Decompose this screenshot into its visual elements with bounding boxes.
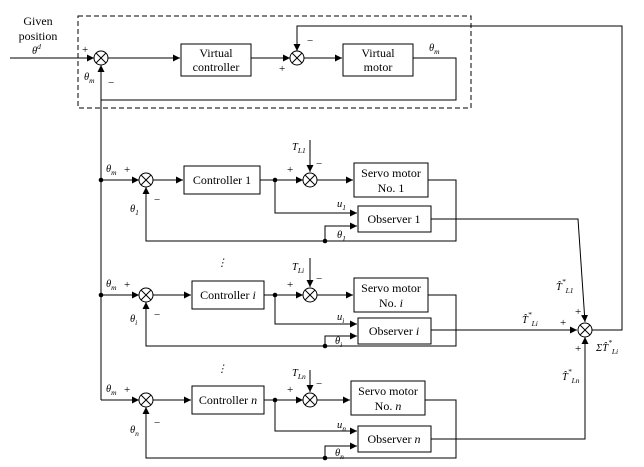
svg-text:Observer i: Observer i bbox=[369, 324, 419, 338]
theta-d-symbol: θd bbox=[32, 42, 41, 57]
summing-junction-i bbox=[138, 287, 154, 303]
load-torque-i-label: TLi bbox=[292, 262, 304, 275]
observer-n-block: Observer n bbox=[357, 425, 432, 453]
sign-plus: + bbox=[279, 63, 285, 75]
theta-m-label: θm bbox=[429, 43, 440, 56]
given-label-line1: Given bbox=[23, 14, 52, 28]
torque-estimate-i-label: T̂*Li bbox=[522, 310, 538, 328]
sign-plus: + bbox=[287, 384, 293, 396]
sign-plus: + bbox=[124, 164, 130, 176]
sign-plus: + bbox=[124, 279, 130, 291]
theta-m-label: θm bbox=[84, 72, 95, 85]
sign-minus: − bbox=[316, 273, 322, 285]
svg-text:Servo motor: Servo motor bbox=[361, 166, 421, 180]
torque-feedback-line bbox=[293, 25, 623, 331]
load-torque-1-label: TL1 bbox=[292, 142, 306, 155]
u1-label: u1 bbox=[337, 199, 346, 212]
theta-i-label: θi bbox=[130, 314, 137, 327]
theta-n-label: θn bbox=[335, 448, 344, 461]
feedback-i-line bbox=[142, 294, 457, 347]
controller-n-block: Controller n bbox=[191, 385, 265, 415]
sign-plus: + bbox=[287, 279, 293, 291]
torque-summing-junction-n bbox=[302, 392, 318, 408]
sign-minus: − bbox=[154, 417, 160, 429]
virtual-controller-block: Virtual controller bbox=[180, 43, 252, 77]
virtual-feedback-line bbox=[97, 57, 457, 101]
sign-minus: − bbox=[154, 309, 160, 321]
observer-i-block: Observer i bbox=[357, 317, 432, 345]
torque-estimate-1-line bbox=[431, 218, 589, 323]
theta-m-label: θm bbox=[106, 164, 117, 177]
feedback-n-line bbox=[142, 399, 457, 459]
controller-1-block: Controller 1 bbox=[183, 165, 261, 195]
svg-text:No. 1: No. 1 bbox=[378, 181, 405, 195]
torque-estimate-1-label: T̂*L1 bbox=[556, 277, 574, 295]
un-label: un bbox=[337, 420, 346, 433]
svg-text:No. i: No. i bbox=[379, 296, 403, 310]
sign-minus: − bbox=[108, 77, 114, 89]
servo-motor-1-block: Servo motor No. 1 bbox=[353, 162, 429, 198]
u1-line bbox=[274, 180, 357, 217]
torque-estimate-summing-junction bbox=[577, 322, 593, 338]
svg-text:motor: motor bbox=[364, 60, 393, 74]
summing-junction-n bbox=[138, 392, 154, 408]
sign-plus: + bbox=[575, 343, 581, 355]
sign-plus: + bbox=[287, 164, 293, 176]
svg-text:Virtual: Virtual bbox=[199, 46, 233, 60]
ui-label: ui bbox=[337, 312, 344, 325]
svg-text:Controller 1: Controller 1 bbox=[193, 173, 251, 187]
thetan-to-observer-line bbox=[324, 442, 357, 458]
svg-text:No. n: No. n bbox=[375, 399, 402, 413]
theta-i-label: θi bbox=[335, 336, 342, 349]
controller-i-block: Controller i bbox=[191, 280, 265, 310]
theta-m-label: θm bbox=[106, 384, 117, 397]
svg-text:Observer n: Observer n bbox=[368, 432, 421, 446]
feedback-1-line bbox=[142, 179, 457, 242]
svg-text:Virtual: Virtual bbox=[361, 46, 395, 60]
un-line bbox=[274, 400, 357, 435]
sign-minus: − bbox=[316, 378, 322, 390]
sum-torque-estimate-label: ΣT̂*Li bbox=[595, 338, 618, 356]
sign-minus: − bbox=[307, 35, 313, 47]
theta1-to-observer-line bbox=[324, 222, 357, 241]
load-torque-n-label: TLn bbox=[292, 368, 306, 381]
sign-plus: + bbox=[82, 44, 88, 56]
torque-estimate-n-line bbox=[431, 337, 589, 440]
theta-m-label: θm bbox=[106, 279, 117, 292]
svg-text:Controller i: Controller i bbox=[200, 288, 256, 302]
given-label-line2: position bbox=[19, 29, 58, 43]
sign-plus: + bbox=[575, 306, 581, 318]
servo-motor-i-block: Servo motor No. i bbox=[353, 277, 429, 313]
summing-junction-virtual-motor bbox=[289, 50, 305, 66]
virtual-master-region bbox=[77, 15, 472, 109]
svg-text:Controller n: Controller n bbox=[199, 393, 257, 407]
virtual-motor-block: Virtual motor bbox=[342, 43, 414, 77]
observer-1-block: Observer 1 bbox=[357, 205, 432, 233]
summing-junction-master bbox=[93, 50, 109, 66]
ellipsis: ⋮ bbox=[217, 258, 228, 269]
sign-plus: + bbox=[560, 317, 566, 329]
torque-summing-junction-1 bbox=[302, 172, 318, 188]
servo-motor-n-block: Servo motor No. n bbox=[350, 380, 426, 416]
svg-text:controller: controller bbox=[193, 60, 240, 74]
summing-junction-1 bbox=[138, 172, 154, 188]
torque-estimate-n-label: T̂*Ln bbox=[562, 367, 580, 385]
svg-text:Servo motor: Servo motor bbox=[361, 281, 421, 295]
ellipsis: ⋮ bbox=[217, 364, 228, 375]
theta-1-label: θ1 bbox=[337, 230, 346, 243]
theta-n-label: θn bbox=[130, 425, 139, 438]
svg-text:Servo motor: Servo motor bbox=[358, 384, 418, 398]
sign-minus: − bbox=[154, 194, 160, 206]
ui-line bbox=[274, 295, 357, 328]
torque-summing-junction-i bbox=[302, 287, 318, 303]
svg-text:Observer 1: Observer 1 bbox=[368, 212, 421, 226]
theta-1-label: θ1 bbox=[130, 204, 139, 217]
sign-plus: + bbox=[124, 384, 130, 396]
thetai-to-observer-line bbox=[324, 332, 357, 346]
sign-minus: − bbox=[316, 158, 322, 170]
